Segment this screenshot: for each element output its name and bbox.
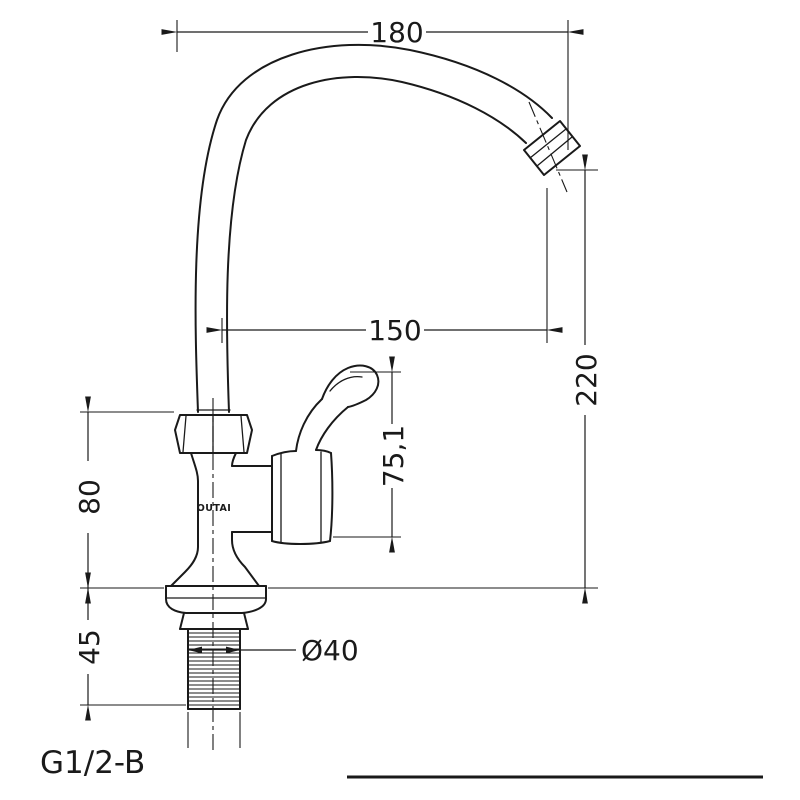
dimension-shank-length: 45 (73, 572, 186, 721)
thread-spec-label: G1/2-B (40, 745, 145, 781)
dimension-label-180: 180 (370, 16, 423, 49)
dimension-body-height: 80 (73, 396, 174, 604)
dimension-spout-reach: 150 (206, 188, 563, 347)
dimension-top-width: 180 (161, 16, 584, 150)
faucet-body (170, 452, 273, 587)
dimension-label-45: 45 (73, 629, 106, 665)
dimension-label-75-1: 75,1 (377, 425, 410, 487)
dimension-label-80: 80 (73, 479, 106, 515)
dimension-label-d40: Ø40 (301, 634, 359, 667)
dimension-label-220: 220 (570, 353, 603, 406)
faucet-outline: OUTAI (165, 43, 581, 750)
dimension-label-150: 150 (368, 314, 421, 347)
thread-hatching (188, 632, 240, 706)
dimension-base-diameter: Ø40 (188, 634, 359, 667)
dimension-handle-height: 75,1 (333, 356, 410, 553)
mounting-base (165, 585, 267, 630)
body-nut (174, 414, 253, 454)
spout-inner-curve (225, 76, 527, 413)
handle-base (271, 449, 334, 545)
dimension-outlet-height: 220 (268, 154, 603, 604)
spout-outer-curve (194, 43, 553, 413)
handle-lever (295, 364, 380, 452)
brand-label: OUTAI (197, 503, 231, 514)
threaded-shank (187, 628, 241, 748)
centerline-outlet (528, 101, 568, 193)
spout-aerator (523, 101, 581, 193)
